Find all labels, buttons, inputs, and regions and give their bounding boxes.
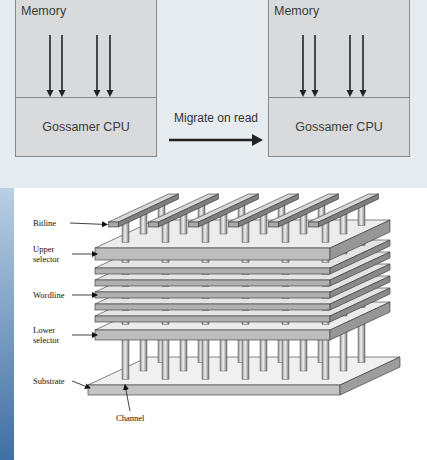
arrow-head bbox=[347, 90, 354, 97]
arrow-line bbox=[302, 35, 304, 91]
leader-line bbox=[72, 254, 97, 255]
part-label: Lower selector bbox=[33, 325, 69, 345]
memory-box: Memory bbox=[268, 0, 410, 98]
channel-pillars bbox=[122, 334, 329, 379]
cpu-box: Gossamer CPU bbox=[15, 97, 157, 157]
edge-label: Migrate on read bbox=[171, 110, 261, 126]
arrow-head bbox=[47, 90, 54, 97]
arrow-line bbox=[49, 35, 51, 91]
arrow-head bbox=[312, 90, 319, 97]
box-fill bbox=[268, 0, 410, 98]
box-label: Memory bbox=[269, 0, 324, 22]
top-panel bbox=[0, 0, 427, 188]
arrow-head bbox=[252, 134, 263, 146]
arrow-head bbox=[360, 90, 367, 97]
side-strip bbox=[0, 188, 14, 460]
arrow-connector bbox=[59, 35, 66, 97]
part-label: Channel bbox=[116, 413, 144, 423]
arrow-head bbox=[300, 90, 307, 97]
arrow-line bbox=[349, 35, 351, 91]
bitline-strip bbox=[309, 194, 379, 227]
part-label: Wordline bbox=[33, 290, 64, 300]
arrow-connector bbox=[360, 35, 367, 97]
box-fill bbox=[15, 97, 157, 157]
figure-panel bbox=[0, 188, 427, 460]
memory-box: Memory bbox=[15, 0, 157, 98]
arrow-connector bbox=[94, 35, 101, 97]
nand-stack bbox=[88, 194, 400, 395]
box-label: Memory bbox=[16, 0, 71, 22]
arrow-line bbox=[61, 35, 63, 91]
leader-lines bbox=[70, 223, 130, 411]
leader-line bbox=[72, 381, 90, 388]
part-label: Upper selector bbox=[33, 244, 69, 264]
box-label: Gossamer CPU bbox=[37, 116, 135, 138]
leader-line bbox=[72, 295, 97, 296]
leader-line bbox=[72, 335, 97, 336]
arrow-connector bbox=[347, 35, 354, 97]
arrow-connector bbox=[47, 35, 54, 97]
arrow-connector bbox=[300, 35, 307, 97]
arrow-head bbox=[59, 90, 66, 97]
box-label: Gossamer CPU bbox=[290, 116, 388, 138]
part-label: Bitline bbox=[33, 218, 56, 228]
box-fill bbox=[268, 97, 410, 157]
arrow-connector bbox=[312, 35, 319, 97]
part-label: Substrate bbox=[33, 376, 65, 386]
arrow-line bbox=[362, 35, 364, 91]
cpu-box: Gossamer CPU bbox=[268, 97, 410, 157]
box-fill bbox=[15, 0, 157, 98]
arrow-line bbox=[314, 35, 316, 91]
arrow-line bbox=[109, 35, 111, 91]
arrow-line bbox=[96, 35, 98, 91]
arrow-head bbox=[94, 90, 101, 97]
arrow-line bbox=[169, 139, 253, 141]
leader-line bbox=[70, 223, 107, 225]
arrow-head bbox=[107, 90, 114, 97]
leader-line bbox=[125, 385, 130, 411]
arrow-connector bbox=[169, 134, 263, 146]
arrow-connector bbox=[107, 35, 114, 97]
